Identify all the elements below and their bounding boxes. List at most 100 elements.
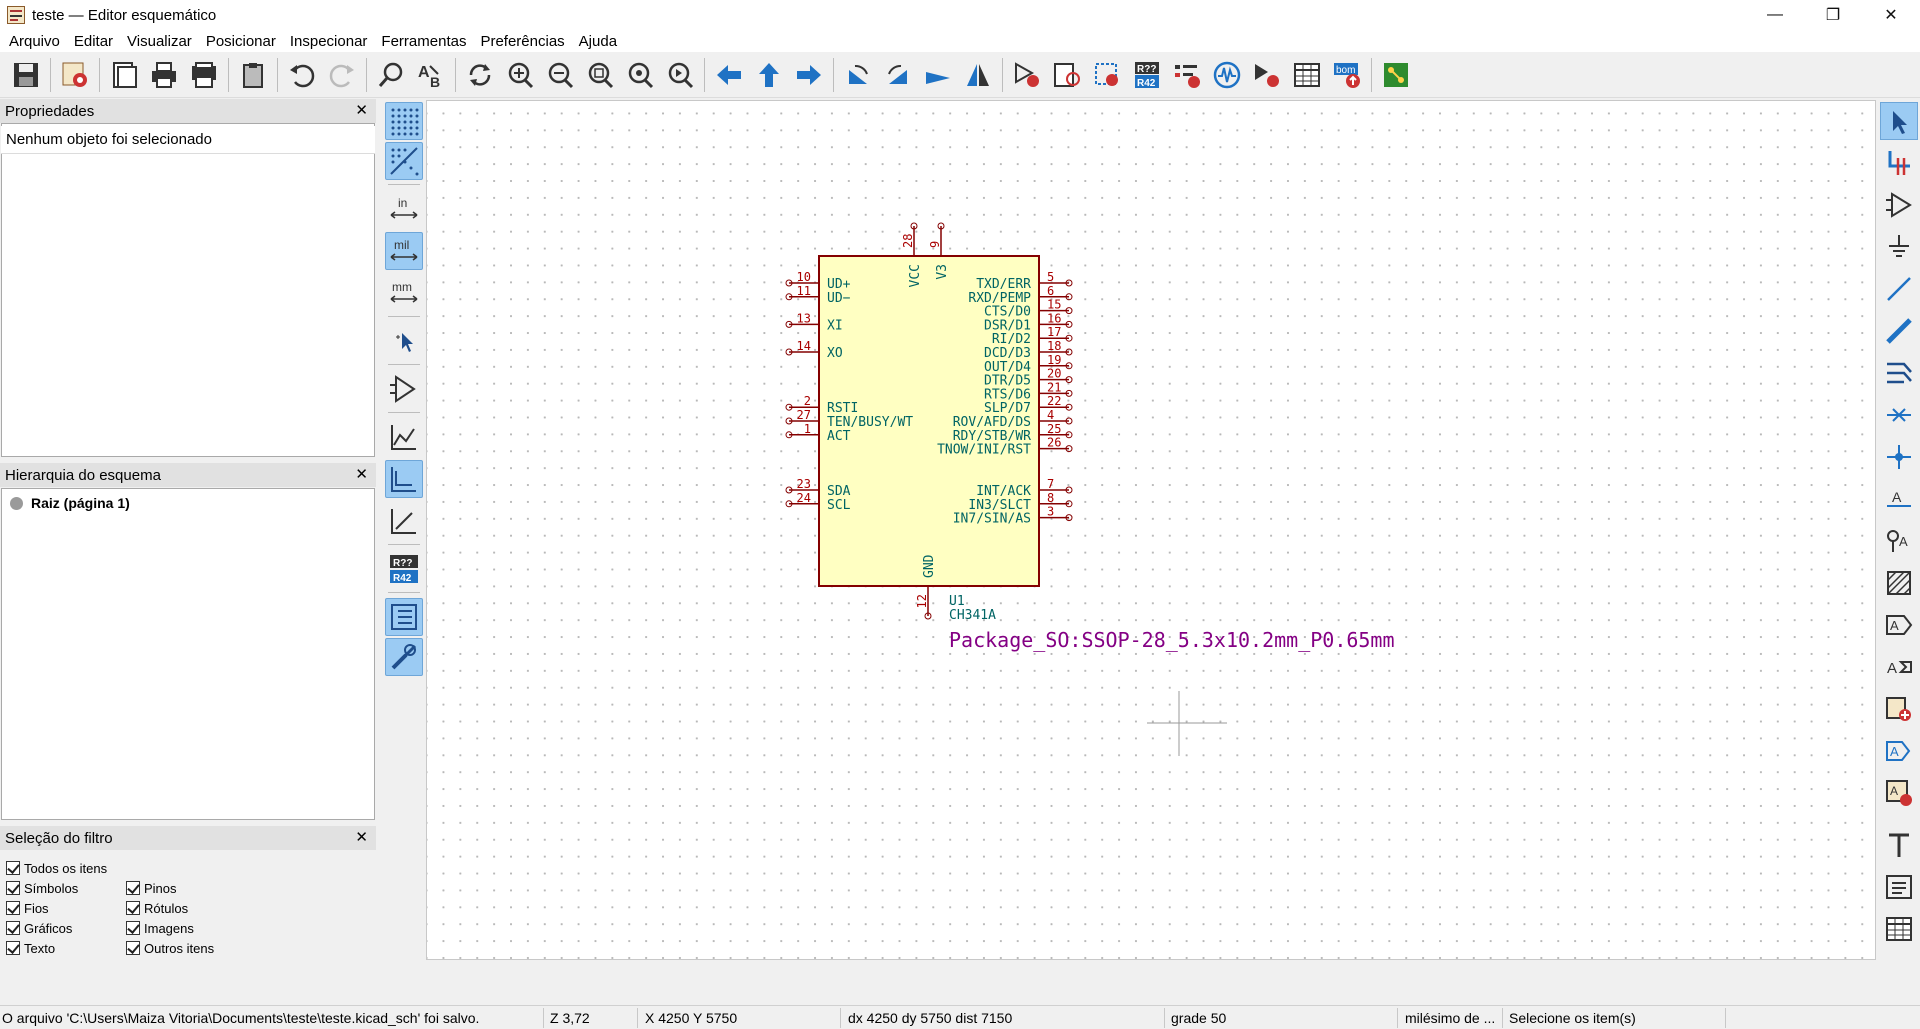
symbol-browser-icon[interactable] bbox=[1087, 55, 1127, 95]
net-label-icon[interactable]: A bbox=[1880, 480, 1918, 518]
menu-ajuda[interactable]: Ajuda bbox=[578, 32, 618, 50]
filter-images[interactable]: Imagens bbox=[124, 921, 244, 936]
pcb-editor-icon[interactable] bbox=[1376, 55, 1416, 95]
navigate-forward-icon[interactable] bbox=[789, 55, 829, 95]
redo-icon[interactable] bbox=[322, 55, 362, 95]
zoom-fit-icon[interactable] bbox=[580, 55, 620, 95]
plot-icon[interactable] bbox=[184, 55, 224, 95]
add-bus-icon[interactable] bbox=[1880, 312, 1918, 350]
cursor-style-icon[interactable] bbox=[385, 322, 423, 360]
filter-close-icon[interactable]: ✕ bbox=[355, 829, 368, 846]
menu-inspecionar[interactable]: Inspecionar bbox=[289, 32, 368, 50]
line-mode-90-icon[interactable] bbox=[385, 460, 423, 498]
page-settings-icon[interactable] bbox=[104, 55, 144, 95]
status-units[interactable]: milésimo de ... bbox=[1405, 1010, 1496, 1026]
rotate-cw-icon[interactable] bbox=[878, 55, 918, 95]
checkbox-checked-icon[interactable] bbox=[6, 901, 20, 915]
menu-posicionar[interactable]: Posicionar bbox=[205, 32, 276, 50]
filter-text[interactable]: Texto bbox=[4, 941, 124, 956]
checkbox-checked-icon[interactable] bbox=[126, 901, 140, 915]
symbol-fields-table-icon[interactable] bbox=[1287, 55, 1327, 95]
net-class-directive-icon[interactable]: A bbox=[1880, 522, 1918, 560]
add-sheet-icon[interactable] bbox=[1880, 690, 1918, 728]
units-inches-icon[interactable]: in bbox=[385, 190, 423, 228]
grid-toggle-icon[interactable] bbox=[385, 102, 423, 140]
add-textbox-icon[interactable] bbox=[1880, 868, 1918, 906]
line-mode-free-icon[interactable] bbox=[385, 418, 423, 456]
add-power-icon[interactable] bbox=[1880, 228, 1918, 266]
refresh-icon[interactable] bbox=[460, 55, 500, 95]
symbol-editor-icon[interactable] bbox=[1047, 55, 1087, 95]
sync-sheet-pins-icon[interactable]: A bbox=[1880, 774, 1918, 812]
add-wire-icon[interactable] bbox=[1880, 270, 1918, 308]
hierarchy-panel-toggle-icon[interactable] bbox=[385, 598, 423, 636]
filter-all-items[interactable]: Todos os itens bbox=[4, 861, 124, 876]
navigate-up-icon[interactable] bbox=[749, 55, 789, 95]
select-icon[interactable] bbox=[1880, 102, 1918, 140]
checkbox-checked-icon[interactable] bbox=[6, 941, 20, 955]
print-icon[interactable] bbox=[144, 55, 184, 95]
hierarchy-close-icon[interactable]: ✕ bbox=[355, 466, 368, 483]
units-mils-icon[interactable]: mil bbox=[385, 232, 423, 270]
menu-arquivo[interactable]: Arquivo bbox=[9, 32, 60, 50]
no-connect-icon[interactable] bbox=[1880, 396, 1918, 434]
menu-ferramentas[interactable]: Ferramentas bbox=[381, 32, 467, 50]
global-label-icon[interactable]: A bbox=[1880, 606, 1918, 644]
footprint-assign-icon[interactable] bbox=[1247, 55, 1287, 95]
units-mm-icon[interactable]: mm bbox=[385, 274, 423, 312]
maximize-button[interactable]: ❐ bbox=[1825, 7, 1841, 24]
filter-graphics[interactable]: Gráficos bbox=[4, 921, 124, 936]
properties-panel-toggle-icon[interactable] bbox=[385, 638, 423, 676]
add-text-icon[interactable] bbox=[1880, 826, 1918, 864]
menu-visualizar[interactable]: Visualizar bbox=[127, 32, 192, 50]
zoom-out-icon[interactable] bbox=[540, 55, 580, 95]
hierarchy-root-item[interactable]: Raiz (página 1) bbox=[2, 489, 374, 517]
add-table-icon[interactable] bbox=[1880, 910, 1918, 948]
highlight-net-icon[interactable] bbox=[1880, 144, 1918, 182]
grid-overrides-icon[interactable] bbox=[385, 142, 423, 180]
junction-icon[interactable] bbox=[1880, 438, 1918, 476]
bom-icon[interactable]: bom bbox=[1327, 55, 1367, 95]
filter-other-items[interactable]: Outros itens bbox=[124, 941, 244, 956]
annotation-toggle-icon[interactable]: R??R42 bbox=[385, 550, 423, 588]
filter-pins[interactable]: Pinos bbox=[124, 881, 244, 896]
menu-editar[interactable]: Editar bbox=[73, 32, 114, 50]
erc-check-icon[interactable] bbox=[1167, 55, 1207, 95]
find-icon[interactable] bbox=[371, 55, 411, 95]
properties-close-icon[interactable]: ✕ bbox=[355, 102, 368, 119]
erc-icon[interactable] bbox=[1007, 55, 1047, 95]
import-sheet-pin-icon[interactable]: A bbox=[1880, 732, 1918, 770]
checkbox-checked-icon[interactable] bbox=[126, 921, 140, 935]
checkbox-checked-icon[interactable] bbox=[126, 941, 140, 955]
paste-icon[interactable] bbox=[233, 55, 273, 95]
simulator-icon[interactable] bbox=[1207, 55, 1247, 95]
annotate-icon[interactable]: R??R42 bbox=[1127, 55, 1167, 95]
mirror-vertical-icon[interactable] bbox=[918, 55, 958, 95]
add-bus-entry-icon[interactable] bbox=[1880, 354, 1918, 392]
line-mode-45-icon[interactable] bbox=[385, 502, 423, 540]
filter-labels[interactable]: Rótulos bbox=[124, 901, 244, 916]
add-symbol-icon[interactable] bbox=[1880, 186, 1918, 224]
zoom-selection-icon[interactable] bbox=[660, 55, 700, 95]
undo-icon[interactable] bbox=[282, 55, 322, 95]
rule-area-icon[interactable] bbox=[1880, 564, 1918, 602]
mirror-horizontal-icon[interactable] bbox=[958, 55, 998, 95]
hierarchical-label-icon[interactable]: A bbox=[1880, 648, 1918, 686]
checkbox-checked-icon[interactable] bbox=[6, 881, 20, 895]
checkbox-checked-icon[interactable] bbox=[6, 861, 20, 875]
rotate-ccw-icon[interactable] bbox=[838, 55, 878, 95]
checkbox-checked-icon[interactable] bbox=[6, 921, 20, 935]
filter-symbols[interactable]: Símbolos bbox=[4, 881, 124, 896]
checkbox-checked-icon[interactable] bbox=[126, 881, 140, 895]
close-window-button[interactable]: ✕ bbox=[1884, 7, 1898, 24]
save-icon[interactable] bbox=[6, 55, 46, 95]
zoom-in-icon[interactable] bbox=[500, 55, 540, 95]
minimize-button[interactable]: — bbox=[1767, 6, 1783, 23]
navigate-back-icon[interactable] bbox=[709, 55, 749, 95]
schematic-setup-icon[interactable] bbox=[55, 55, 95, 95]
zoom-objects-icon[interactable] bbox=[620, 55, 660, 95]
filter-wires[interactable]: Fios bbox=[4, 901, 124, 916]
